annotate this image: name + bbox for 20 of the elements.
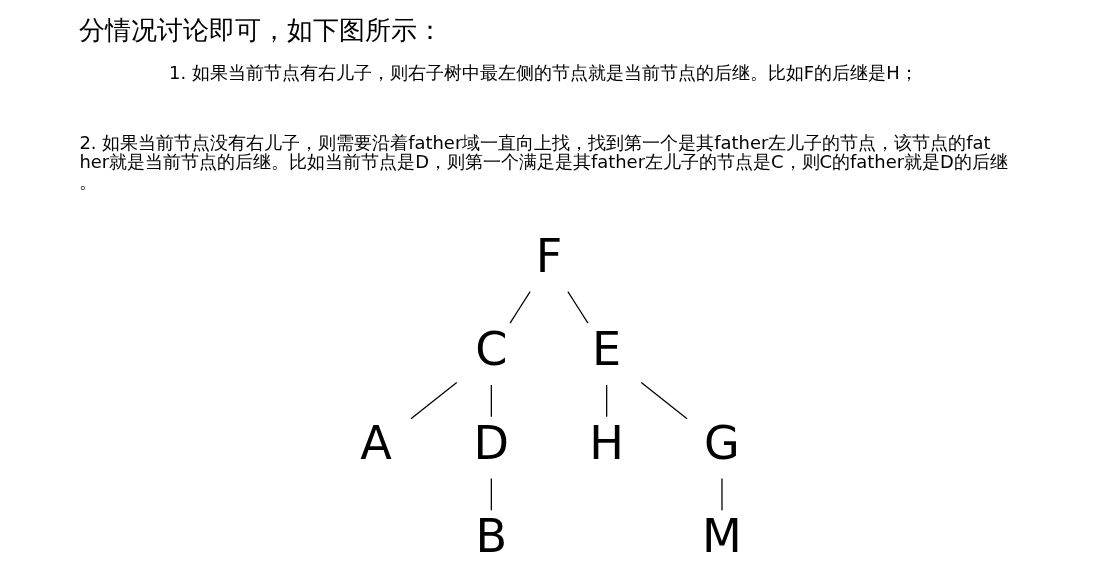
node-text: C [474,322,507,377]
connector [508,290,531,324]
label: 2. 如果当前节点没有右儿子，则需要沿着father域一直向上找，找到第一个是其father左儿子的节点，该节点的father就是当前节点的后继。比如当前节点是D，则第一个满足是其father左儿子的节点是C，则C的father就是D的后继。 [78,132,1008,192]
connector [490,384,492,418]
node-text: A [359,415,392,470]
node-text: B [475,509,507,564]
connector [409,381,457,420]
connector [490,478,492,511]
connector [640,381,688,420]
diagram-title: 分情况讨论即可，如下图所示： [78,14,443,45]
node-text: E [591,322,621,377]
node-text: G [703,415,740,470]
connector [605,384,607,418]
node-text: H [588,415,624,470]
connector [720,478,723,511]
connector [566,290,589,324]
label: 1. 如果当前节点有右儿子，则右子树中最左侧的节点就是当前节点的后继。比如F的后继是H； [168,62,918,84]
node-text: M [701,509,742,564]
node-text: D [473,415,509,470]
node-text: F [535,228,562,283]
